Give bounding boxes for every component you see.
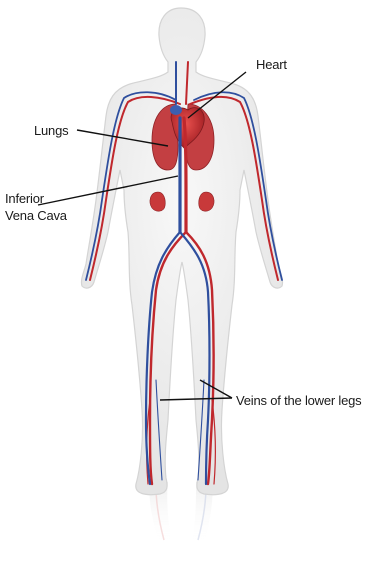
body-silhouette — [81, 8, 282, 495]
heart-label: Heart — [256, 56, 287, 73]
inferior-vena-cava-label-line2: Vena Cava — [5, 207, 67, 224]
lungs-label: Lungs — [34, 122, 68, 139]
inferior-vena-cava-label-line1: Inferior — [5, 190, 44, 207]
veins-lower-legs-label: Veins of the lower legs — [236, 392, 361, 409]
